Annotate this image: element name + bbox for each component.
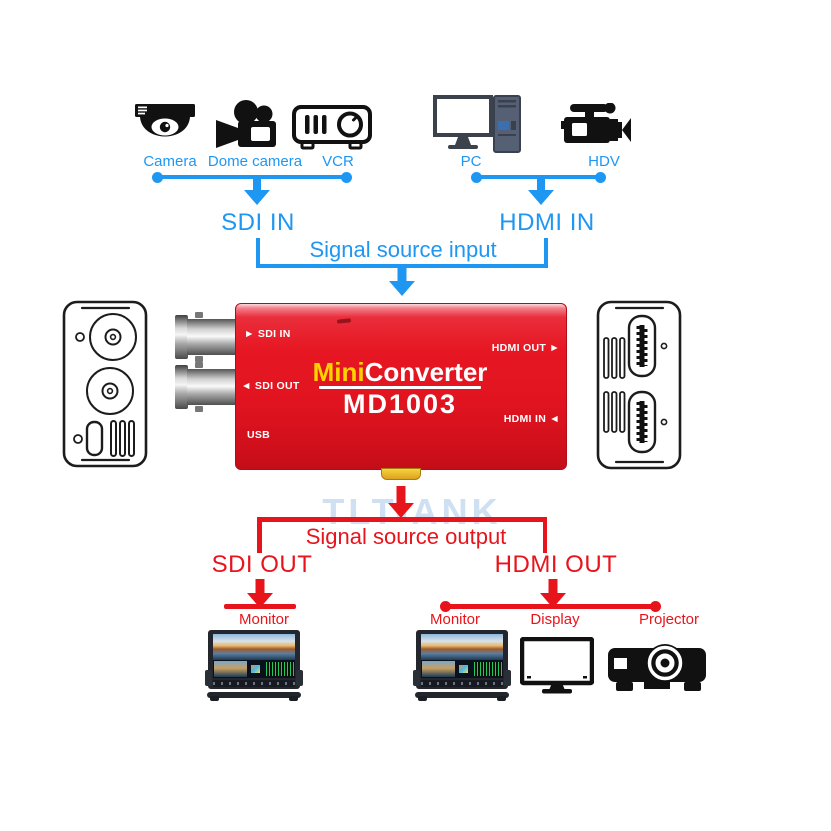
display-icon xyxy=(519,636,595,695)
down-arrow-icon xyxy=(388,486,414,518)
sdi-out-heading: SDI OUT xyxy=(211,551,313,578)
port-label-sdi-out: ◄ SDI OUT xyxy=(241,380,300,392)
connector-dot xyxy=(471,171,482,183)
device-model: MD1003 xyxy=(342,389,458,419)
output-label-display: Display xyxy=(530,611,580,628)
sdi-in-heading: SDI IN xyxy=(221,209,295,236)
down-arrow-icon xyxy=(244,177,270,205)
connector-dot xyxy=(595,171,606,183)
input-bracket-right-leg xyxy=(544,238,548,268)
vcr-icon xyxy=(292,105,372,150)
source-label-vcr: VCR xyxy=(322,153,354,170)
desktop-pc-icon xyxy=(433,95,525,159)
connector-dot xyxy=(650,601,661,612)
hdmi-out-heading: HDMI OUT xyxy=(494,551,618,578)
bnc-connector xyxy=(175,362,237,412)
connector-dot xyxy=(152,171,163,183)
usb-connector-tab xyxy=(381,468,421,480)
down-arrow-icon xyxy=(528,177,554,205)
broadcast-monitor-image xyxy=(205,630,303,701)
output-bracket-left-leg xyxy=(257,517,262,553)
port-label-usb: USB xyxy=(247,429,271,441)
hdmi-end-panel-drawing xyxy=(596,300,682,470)
dome-security-camera-icon xyxy=(134,103,196,147)
bnc-connector xyxy=(175,312,237,362)
connector-dot xyxy=(341,171,352,183)
film-camera-icon xyxy=(214,99,278,149)
brand-converter: Converter xyxy=(364,357,488,387)
output-label-monitor-sdi: Monitor xyxy=(238,611,290,628)
brand-mini: Mini xyxy=(312,357,365,387)
projector-icon xyxy=(608,640,706,694)
connector-dot xyxy=(440,601,451,612)
output-label-projector: Projector xyxy=(638,611,700,628)
source-label-hdv: HDV xyxy=(588,153,620,170)
input-caption: Signal source input xyxy=(309,237,497,262)
brand-underline xyxy=(319,386,481,389)
broadcast-monitor-image xyxy=(413,630,511,701)
input-bracket-left-leg xyxy=(256,238,260,268)
hdmi-in-heading: HDMI IN xyxy=(499,209,595,236)
sdi-output-bus-line xyxy=(224,604,296,609)
device-brand: MiniConverter xyxy=(313,357,488,388)
source-label-pc: PC xyxy=(460,153,482,170)
source-label-dome-camera: Dome camera xyxy=(207,153,303,170)
down-arrow-icon xyxy=(389,268,415,296)
hdmi-output-bus-line xyxy=(444,604,658,609)
camcorder-icon xyxy=(561,102,631,149)
output-caption: Signal source output xyxy=(305,524,507,549)
port-label-sdi-in: ► SDI IN xyxy=(244,328,291,340)
output-bracket-bar xyxy=(257,517,547,522)
input-bracket-bar xyxy=(256,264,548,268)
port-label-hdmi-out: HDMI OUT ► xyxy=(491,342,560,354)
sdi-end-panel-drawing xyxy=(62,300,148,468)
output-label-monitor-hdmi: Monitor xyxy=(429,611,481,628)
output-bracket-right-leg xyxy=(542,517,547,553)
port-label-hdmi-in: HDMI IN ◄ xyxy=(503,413,560,425)
source-label-camera: Camera xyxy=(143,153,197,170)
